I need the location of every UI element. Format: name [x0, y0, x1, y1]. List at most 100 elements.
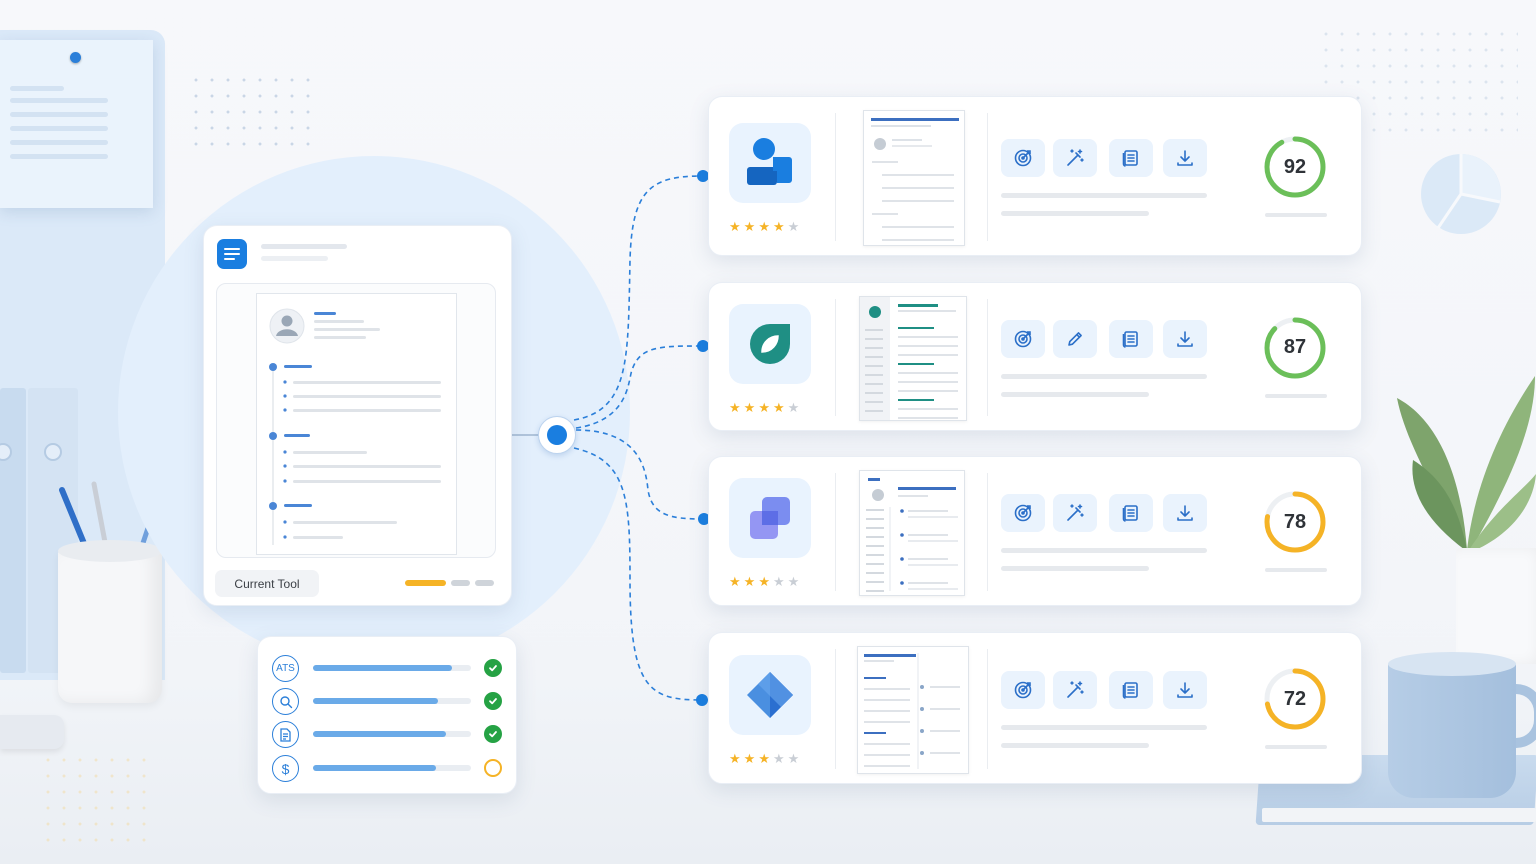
tool-card[interactable]: ★★★★★78 [708, 456, 1362, 606]
download-button[interactable] [1163, 671, 1207, 709]
star-empty-icon: ★ [787, 399, 803, 415]
leaf-logo [729, 303, 811, 384]
score-value: 92 [1283, 155, 1307, 178]
document-button[interactable] [1109, 494, 1153, 532]
check-circle-icon [484, 659, 502, 677]
star-filled-icon: ★ [743, 399, 759, 415]
step-indicator [451, 580, 470, 586]
star-filled-icon: ★ [729, 219, 744, 234]
document-icon [217, 239, 247, 269]
tool-card[interactable]: ★★★★★87 [708, 282, 1362, 431]
progress-fill [313, 698, 438, 704]
star-filled-icon: ★ [743, 751, 759, 766]
diamond-logo [729, 655, 811, 735]
tool-card[interactable]: ★★★★★ 72 [708, 632, 1362, 784]
pin-icon [70, 52, 81, 63]
target-icon [1013, 503, 1033, 523]
download-icon [1175, 148, 1195, 168]
star-rating: ★★★★★ [729, 751, 802, 767]
star-filled-icon: ★ [743, 574, 759, 589]
star-empty-icon: ★ [787, 219, 803, 234]
hub-node [538, 416, 576, 454]
score-caption-placeholder [1265, 393, 1327, 398]
download-icon [1175, 680, 1195, 700]
download-button[interactable] [1163, 319, 1207, 358]
star-filled-icon: ★ [772, 399, 788, 415]
star-empty-icon: ★ [787, 751, 803, 766]
title-placeholder [261, 244, 347, 249]
description-placeholder [1001, 373, 1207, 379]
binder-ring [0, 443, 12, 461]
description-placeholder [1001, 193, 1207, 198]
score-value: 78 [1283, 510, 1307, 533]
step-indicator [475, 580, 494, 586]
target-button[interactable] [1001, 319, 1045, 358]
ats-icon: ATS [272, 655, 299, 682]
description-placeholder [1001, 566, 1149, 571]
document-icon [1121, 148, 1141, 168]
star-rating: ★★★★★ [729, 219, 802, 235]
star-filled-icon: ★ [758, 399, 773, 415]
book-pages [1262, 808, 1536, 822]
tool-card[interactable]: ★★★★★ 92 [708, 96, 1362, 256]
magic-wand-button[interactable] [1053, 494, 1097, 532]
magic-wand-button[interactable] [1053, 671, 1097, 709]
overlap-squares-logo [729, 478, 811, 558]
binder [0, 388, 26, 673]
target-icon [1013, 329, 1033, 349]
pinned-note [0, 40, 153, 208]
star-empty-icon: ★ [772, 751, 788, 766]
target-button[interactable] [1001, 671, 1045, 709]
score-caption-placeholder [1265, 213, 1327, 217]
plant-leaves [1397, 376, 1536, 552]
description-placeholder [1001, 391, 1149, 397]
template-thumbnail[interactable] [859, 470, 965, 596]
check-circle-icon [484, 725, 502, 743]
star-filled-icon: ★ [772, 219, 788, 234]
document-button[interactable] [1109, 139, 1153, 177]
star-filled-icon: ★ [729, 399, 744, 415]
document-button[interactable] [1109, 671, 1153, 709]
score-caption-placeholder [1265, 568, 1327, 572]
mug-rim [1388, 652, 1516, 676]
document-icon [1121, 680, 1141, 700]
description-placeholder [1001, 548, 1207, 553]
star-rating: ★★★★★ [729, 400, 802, 416]
download-icon [1175, 503, 1195, 523]
target-button[interactable] [1001, 494, 1045, 532]
mug [1388, 660, 1516, 798]
description-placeholder [1001, 743, 1149, 748]
pencil-icon [1065, 329, 1085, 349]
pencil-button[interactable] [1053, 319, 1097, 358]
divider [835, 299, 836, 416]
progress-track [313, 731, 471, 737]
document-icon [1121, 329, 1141, 349]
score-gauge: 72 [1261, 665, 1329, 733]
divider [987, 473, 988, 591]
magic-wand-icon [1065, 680, 1085, 700]
target-button[interactable] [1001, 139, 1045, 177]
dollar-icon: $ [272, 755, 299, 782]
magic-wand-button[interactable] [1053, 139, 1097, 177]
star-empty-icon: ★ [772, 574, 788, 589]
pie-chart-icon [1421, 154, 1501, 234]
pen-cup [58, 548, 162, 703]
template-thumbnail[interactable] [859, 296, 967, 421]
description-placeholder [1001, 725, 1207, 730]
divider [987, 649, 988, 769]
template-thumbnail[interactable] [857, 646, 969, 774]
score-value: 72 [1283, 687, 1307, 710]
download-button[interactable] [1163, 494, 1207, 532]
current-tool-label[interactable]: Current Tool [215, 570, 319, 597]
target-icon [1013, 680, 1033, 700]
template-thumbnail[interactable] [863, 110, 965, 246]
search-icon [272, 688, 299, 715]
download-button[interactable] [1163, 139, 1207, 177]
description-placeholder [1001, 211, 1149, 216]
star-filled-icon: ★ [729, 751, 744, 766]
magic-wand-icon [1065, 148, 1085, 168]
plant-pot [1456, 548, 1536, 664]
laptop-edge [0, 715, 64, 749]
document-button[interactable] [1109, 319, 1153, 358]
